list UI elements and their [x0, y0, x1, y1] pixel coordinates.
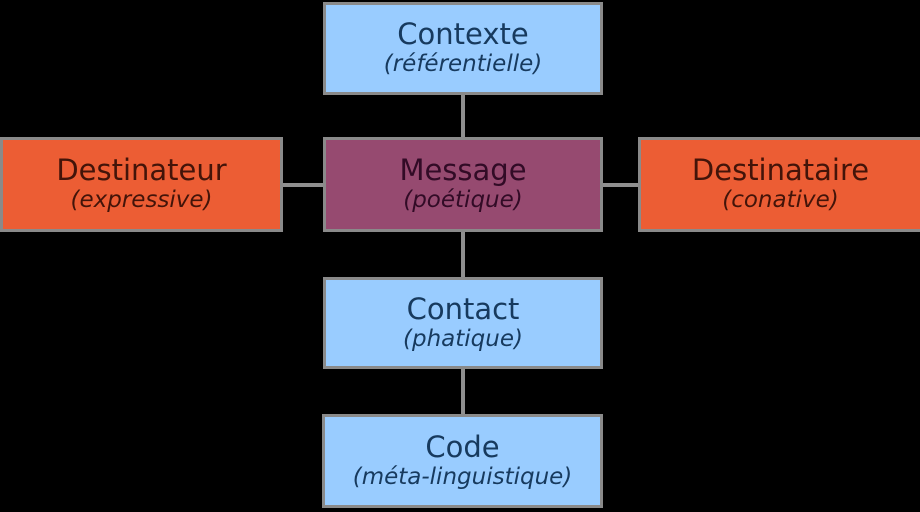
- node-message: Message (poétique): [323, 137, 603, 232]
- node-destinataire: Destinataire (conative): [638, 137, 920, 232]
- connector-destinateur-message: [281, 183, 325, 187]
- node-code-label: Code: [425, 429, 500, 464]
- node-contexte-function: (référentielle): [383, 51, 543, 78]
- node-destinataire-label: Destinataire: [691, 153, 870, 188]
- node-contexte: Contexte (référentielle): [323, 2, 603, 95]
- node-contexte-label: Contexte: [397, 17, 529, 52]
- connector-message-destinataire: [601, 183, 640, 187]
- node-destinataire-function: (conative): [722, 187, 839, 214]
- connector-contexte-message: [461, 93, 465, 139]
- node-contact: Contact (phatique): [323, 277, 603, 369]
- connector-contact-code: [461, 367, 465, 416]
- node-message-label: Message: [399, 153, 527, 188]
- node-destinateur-label: Destinateur: [56, 153, 227, 188]
- node-code: Code (méta-linguistique): [322, 414, 603, 508]
- node-message-function: (poétique): [403, 187, 523, 214]
- connector-message-contact: [461, 230, 465, 279]
- node-destinateur: Destinateur (expressive): [0, 137, 283, 232]
- node-contact-label: Contact: [406, 291, 520, 326]
- node-contact-function: (phatique): [403, 325, 523, 352]
- node-code-function: (méta-linguistique): [352, 463, 573, 490]
- node-destinateur-function: (expressive): [70, 187, 213, 214]
